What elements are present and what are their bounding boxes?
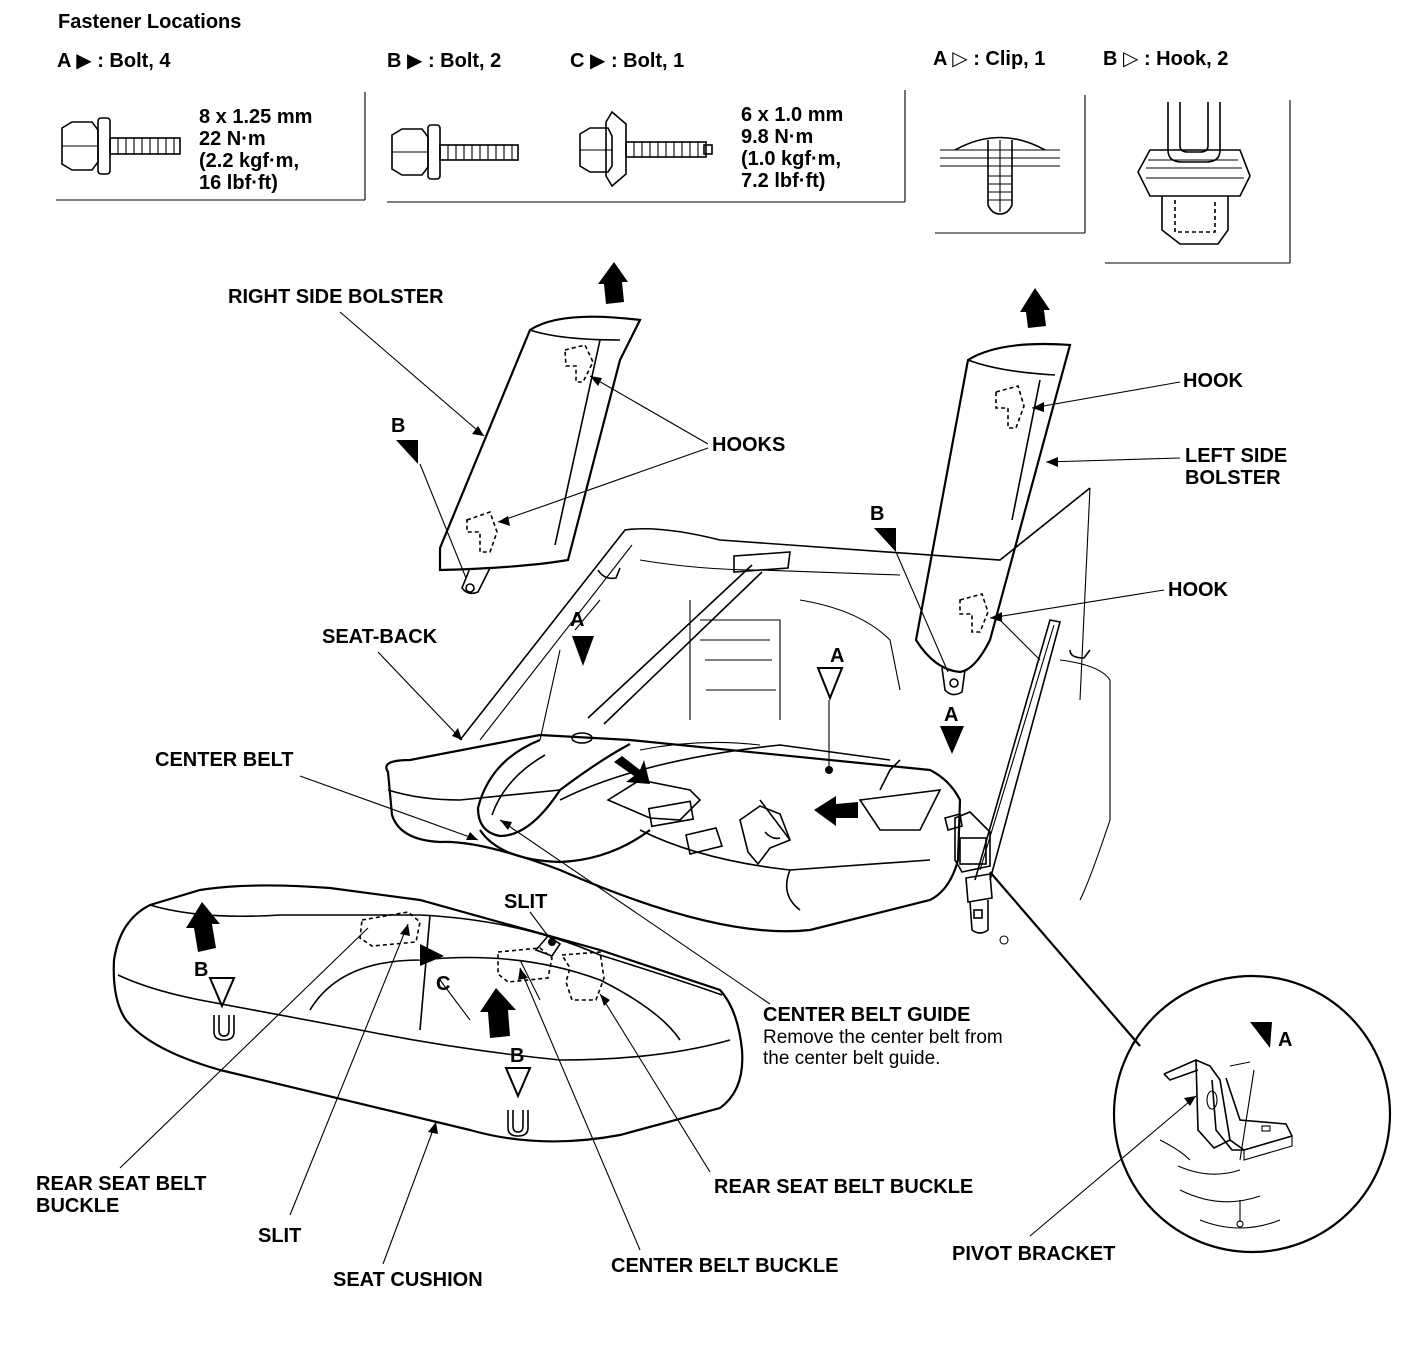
hook-icon	[1137, 102, 1251, 245]
spec-ab-line3: (2.2 kgf·m,	[199, 150, 299, 172]
label-left-side-bolster-line2: BOLSTER	[1185, 467, 1281, 489]
marker-a-right-buckle	[940, 726, 964, 754]
markers: B A A B A B C B	[194, 415, 964, 1099]
label-seat-back: SEAT-BACK	[322, 626, 438, 648]
label-pivot-bracket: PIVOT BRACKET	[952, 1243, 1115, 1265]
clip-icon	[940, 136, 1060, 215]
marker-b-cushion-left	[208, 977, 236, 1009]
label-hook-lower: HOOK	[1168, 579, 1229, 601]
marker-b-left-bolster	[874, 528, 896, 552]
label-center-belt: CENTER BELT	[155, 749, 294, 771]
seat-back-lower-section	[385, 733, 962, 933]
spec-c-line2: 9.8 N·m	[741, 126, 813, 148]
bolt-c-spec: 6 x 1.0 mm 9.8 N·m (1.0 kgf·m, 7.2 lbf·f…	[741, 104, 843, 192]
spec-ab-line1: 8 x 1.25 mm	[199, 106, 312, 128]
spec-c-line1: 6 x 1.0 mm	[741, 104, 843, 126]
seat-back	[459, 487, 1111, 901]
svg-text:B: B	[194, 959, 208, 981]
seat-cushion	[112, 884, 744, 1143]
svg-text:A: A	[830, 645, 844, 667]
right-bolster-up-arrow	[598, 262, 628, 304]
label-center-belt-guide-note-line2: the center belt guide.	[763, 1048, 940, 1069]
svg-text:B: B	[870, 503, 884, 525]
marker-b-cushion-center	[504, 1067, 532, 1099]
label-slit-top: SLIT	[504, 891, 547, 913]
label-rear-seat-belt-buckle-left-line2: BUCKLE	[36, 1195, 119, 1217]
leader-lines	[119, 311, 1197, 1265]
pivot-bracket-detail: A	[1112, 974, 1392, 1254]
label-hooks: HOOKS	[712, 434, 785, 456]
marker-a-pivot	[1250, 1022, 1272, 1048]
right-side-bolster	[438, 315, 642, 595]
seat-back-arrow-left	[814, 796, 858, 826]
label-hook-top: HOOK	[1183, 370, 1244, 392]
legend-c-bolt: C ▶ : Bolt, 1	[570, 50, 684, 72]
spec-c-line4: 7.2 lbf·ft)	[741, 170, 825, 192]
seat-back-arrow-down	[614, 756, 650, 784]
marker-b-right-bolster	[396, 440, 418, 464]
spec-c-line3: (1.0 kgf·m,	[741, 148, 841, 170]
callout-labels: RIGHT SIDE BOLSTER HOOKS HOOK LEFT SIDE …	[36, 286, 1287, 1291]
svg-text:C: C	[436, 973, 450, 995]
label-center-belt-guide: CENTER BELT GUIDE	[763, 1004, 970, 1026]
bolt-a-icon	[61, 117, 181, 175]
svg-text:B: B	[391, 415, 405, 437]
label-rear-seat-belt-buckle-right: REAR SEAT BELT BUCKLE	[714, 1176, 973, 1198]
left-bolster-up-arrow	[1020, 288, 1050, 328]
fastener-locations-title: Fastener Locations	[58, 11, 241, 33]
legend-b-hook: B ▷ : Hook, 2	[1103, 48, 1228, 70]
marker-a-clip-center	[816, 667, 844, 701]
label-left-side-bolster-line1: LEFT SIDE	[1185, 445, 1287, 467]
bolt-c-icon	[579, 110, 713, 188]
svg-text:A: A	[944, 704, 958, 726]
legend-box-borders	[56, 90, 1291, 264]
spec-ab-line2: 22 N·m	[199, 128, 266, 150]
label-center-belt-buckle: CENTER BELT BUCKLE	[611, 1255, 838, 1277]
cushion-up-arrow-left	[186, 902, 220, 952]
svg-text:A: A	[1278, 1029, 1292, 1051]
legend-a-clip: A ▷ : Clip, 1	[933, 48, 1045, 70]
bolt-b-icon	[391, 124, 519, 180]
cushion-up-arrow-center	[480, 988, 516, 1038]
label-rear-seat-belt-buckle-left-line1: REAR SEAT BELT	[36, 1173, 206, 1195]
svg-text:A: A	[570, 609, 584, 631]
legend-b-bolt: B ▶ : Bolt, 2	[387, 50, 501, 72]
right-buckle-assembly	[858, 619, 1061, 945]
left-side-bolster	[914, 342, 1072, 696]
spec-ab-line4: 16 lbf·ft)	[199, 172, 278, 194]
marker-c-cushion	[420, 944, 444, 966]
label-center-belt-guide-note-line1: Remove the center belt from	[763, 1027, 1003, 1048]
legend-a-bolt: A ▶ : Bolt, 4	[57, 50, 171, 72]
label-seat-cushion: SEAT CUSHION	[333, 1269, 483, 1291]
marker-a-seatback-left	[572, 636, 594, 666]
svg-text:B: B	[510, 1045, 524, 1067]
label-right-side-bolster: RIGHT SIDE BOLSTER	[228, 286, 444, 308]
bolt-ab-spec: 8 x 1.25 mm 22 N·m (2.2 kgf·m, 16 lbf·ft…	[199, 106, 312, 194]
label-slit-bottom: SLIT	[258, 1225, 301, 1247]
